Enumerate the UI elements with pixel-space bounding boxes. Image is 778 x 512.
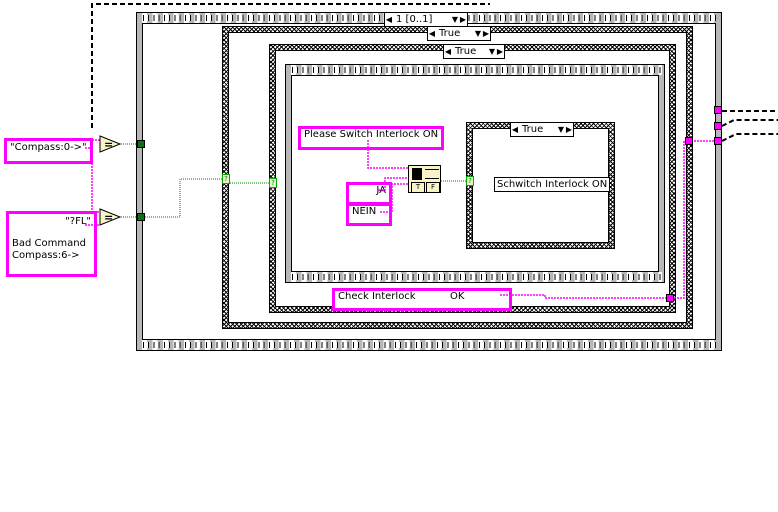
bool-tunnel-2[interactable] [137, 213, 145, 221]
decrement-arrow-icon[interactable]: ◀ [444, 46, 452, 56]
wire-dashed-top[interactable] [91, 3, 490, 128]
dropdown-arrow-icon[interactable]: ▼ [488, 46, 496, 56]
equal-node-1[interactable]: = [99, 135, 121, 153]
bool-tunnel-1[interactable] [137, 140, 145, 148]
case-selector-terminal-outer[interactable]: ? [222, 174, 230, 184]
dropdown-arrow-icon[interactable]: ▼ [557, 124, 565, 134]
case-middle-selector[interactable]: ◀ True ▼ ▶ [443, 44, 505, 59]
equal-node-2[interactable]: = [99, 208, 121, 226]
case-selector-terminal-inner[interactable]: ? [466, 176, 474, 186]
string-constant-nein[interactable]: NEIN [346, 203, 392, 226]
increment-arrow-icon[interactable]: ▶ [496, 46, 504, 56]
person-icon [412, 168, 422, 180]
decrement-arrow-icon[interactable]: ◀ [385, 14, 393, 24]
increment-arrow-icon[interactable]: ▶ [565, 124, 573, 134]
case-inner-selector[interactable]: ◀ True ▼ ▶ [510, 122, 574, 137]
increment-arrow-icon[interactable]: ▶ [482, 28, 490, 38]
output-tunnel-1[interactable] [714, 106, 722, 114]
dropdown-arrow-icon[interactable]: ▼ [474, 28, 482, 38]
string-constant-please-switch[interactable]: Please Switch Interlock ON [298, 126, 445, 150]
decrement-arrow-icon[interactable]: ◀ [511, 124, 519, 134]
svg-text:=: = [104, 211, 113, 224]
svg-text:=: = [104, 138, 113, 151]
string-constant-fl[interactable]: "?FL" Bad Command Compass:6-> [6, 211, 97, 277]
two-button-dialog-node[interactable]: T F [408, 165, 441, 193]
string-tunnel-check[interactable] [666, 294, 674, 302]
wire-dashed-right[interactable] [721, 110, 778, 142]
increment-arrow-icon[interactable]: ▶ [459, 14, 467, 24]
free-label-schwitch-interlock[interactable]: Schwitch Interlock ON [494, 177, 611, 192]
case-selector-terminal-middle[interactable]: ? [269, 178, 277, 188]
decrement-arrow-icon[interactable]: ◀ [428, 28, 436, 38]
text-lines-icon [425, 169, 439, 179]
case-output-tunnel[interactable] [685, 137, 693, 145]
case-outer-selector[interactable]: ◀ True ▼ ▶ [427, 26, 491, 41]
output-tunnel-2[interactable] [714, 122, 722, 130]
string-constant-compass0[interactable]: "Compass:0->" [4, 138, 93, 164]
dropdown-arrow-icon[interactable]: ▼ [451, 14, 459, 24]
output-tunnel-3[interactable] [714, 137, 722, 145]
sequence-frame-selector[interactable]: ◀ 1 [0..1] ▼ ▶ [384, 12, 468, 27]
string-constant-ja[interactable]: JA [346, 182, 392, 205]
